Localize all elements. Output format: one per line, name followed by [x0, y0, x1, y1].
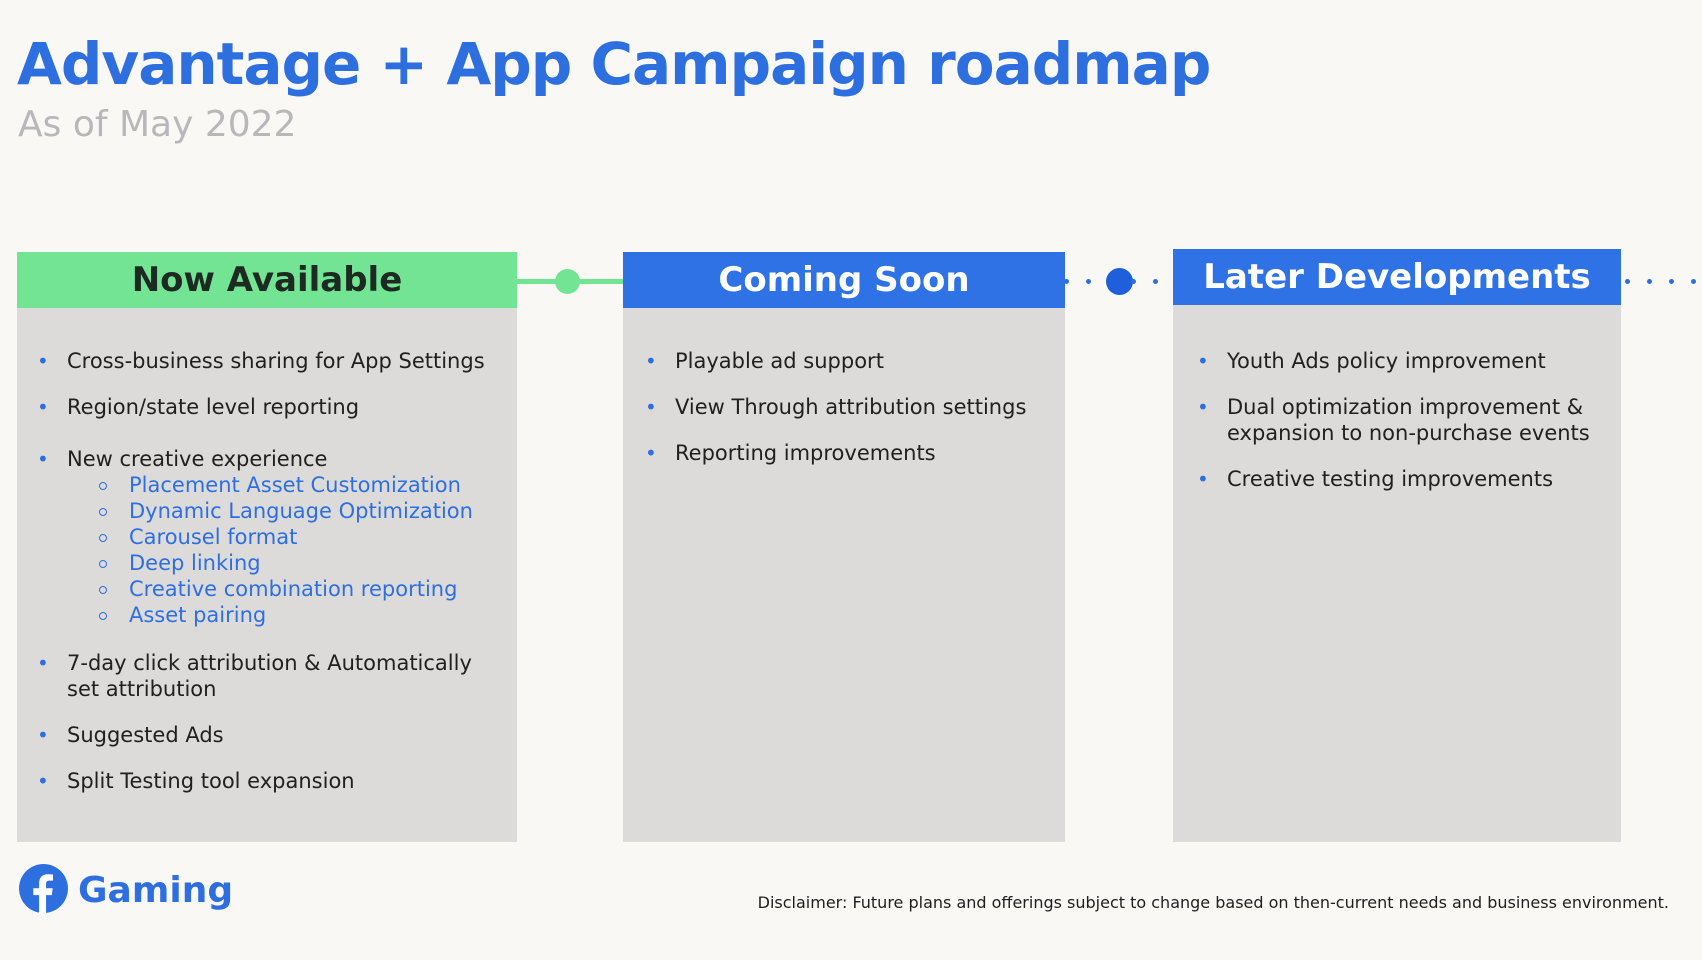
facebook-logo-icon — [19, 864, 68, 913]
now-available-list: Cross-business sharing for App Settings … — [37, 348, 512, 814]
list-item-label: New creative experience — [67, 447, 328, 471]
list-item: 7-day click attribution & Automatically … — [37, 650, 497, 702]
page-title: Advantage + App Campaign roadmap — [17, 30, 1211, 98]
sublist-item: Dynamic Language Optimization — [97, 498, 512, 524]
timeline-node-soon — [1106, 268, 1133, 295]
creative-sublist: Placement Asset Customization Dynamic La… — [97, 472, 512, 628]
list-item: Cross-business sharing for App Settings — [37, 348, 512, 374]
coming-soon-list: Playable ad support View Through attribu… — [645, 348, 1060, 486]
sublist-item: Carousel format — [97, 524, 512, 550]
list-item: Split Testing tool expansion — [37, 768, 512, 794]
list-item: Reporting improvements — [645, 440, 1060, 466]
later-developments-list: Youth Ads policy improvement Dual optimi… — [1197, 348, 1597, 512]
list-item: Youth Ads policy improvement — [1197, 348, 1597, 374]
footer-brand: Gaming — [78, 870, 234, 911]
sublist-item: Deep linking — [97, 550, 512, 576]
list-item: Playable ad support — [645, 348, 1060, 374]
column-coming-soon: Coming Soon Playable ad support View Thr… — [623, 252, 1065, 842]
list-item: Region/state level reporting — [37, 394, 512, 420]
column-later-developments: Later Developments Youth Ads policy impr… — [1173, 249, 1621, 842]
list-item: View Through attribution settings — [645, 394, 1060, 420]
column-now-available: Now Available Cross-business sharing for… — [17, 252, 517, 842]
sublist-item: Asset pairing — [97, 602, 512, 628]
column-heading-later: Later Developments — [1173, 249, 1621, 305]
column-heading-now: Now Available — [17, 252, 517, 308]
list-item: Suggested Ads — [37, 722, 512, 748]
list-item: Creative testing improvements — [1197, 466, 1597, 492]
column-heading-soon: Coming Soon — [623, 252, 1065, 308]
disclaimer-text: Disclaimer: Future plans and offerings s… — [757, 893, 1669, 912]
page-subtitle: As of May 2022 — [18, 104, 297, 145]
sublist-item: Creative combination reporting — [97, 576, 512, 602]
timeline-node-now — [555, 269, 580, 294]
sublist-item: Placement Asset Customization — [97, 472, 512, 498]
list-item: Dual optimization improvement & expansio… — [1197, 394, 1597, 446]
list-item: New creative experience Placement Asset … — [37, 446, 512, 628]
